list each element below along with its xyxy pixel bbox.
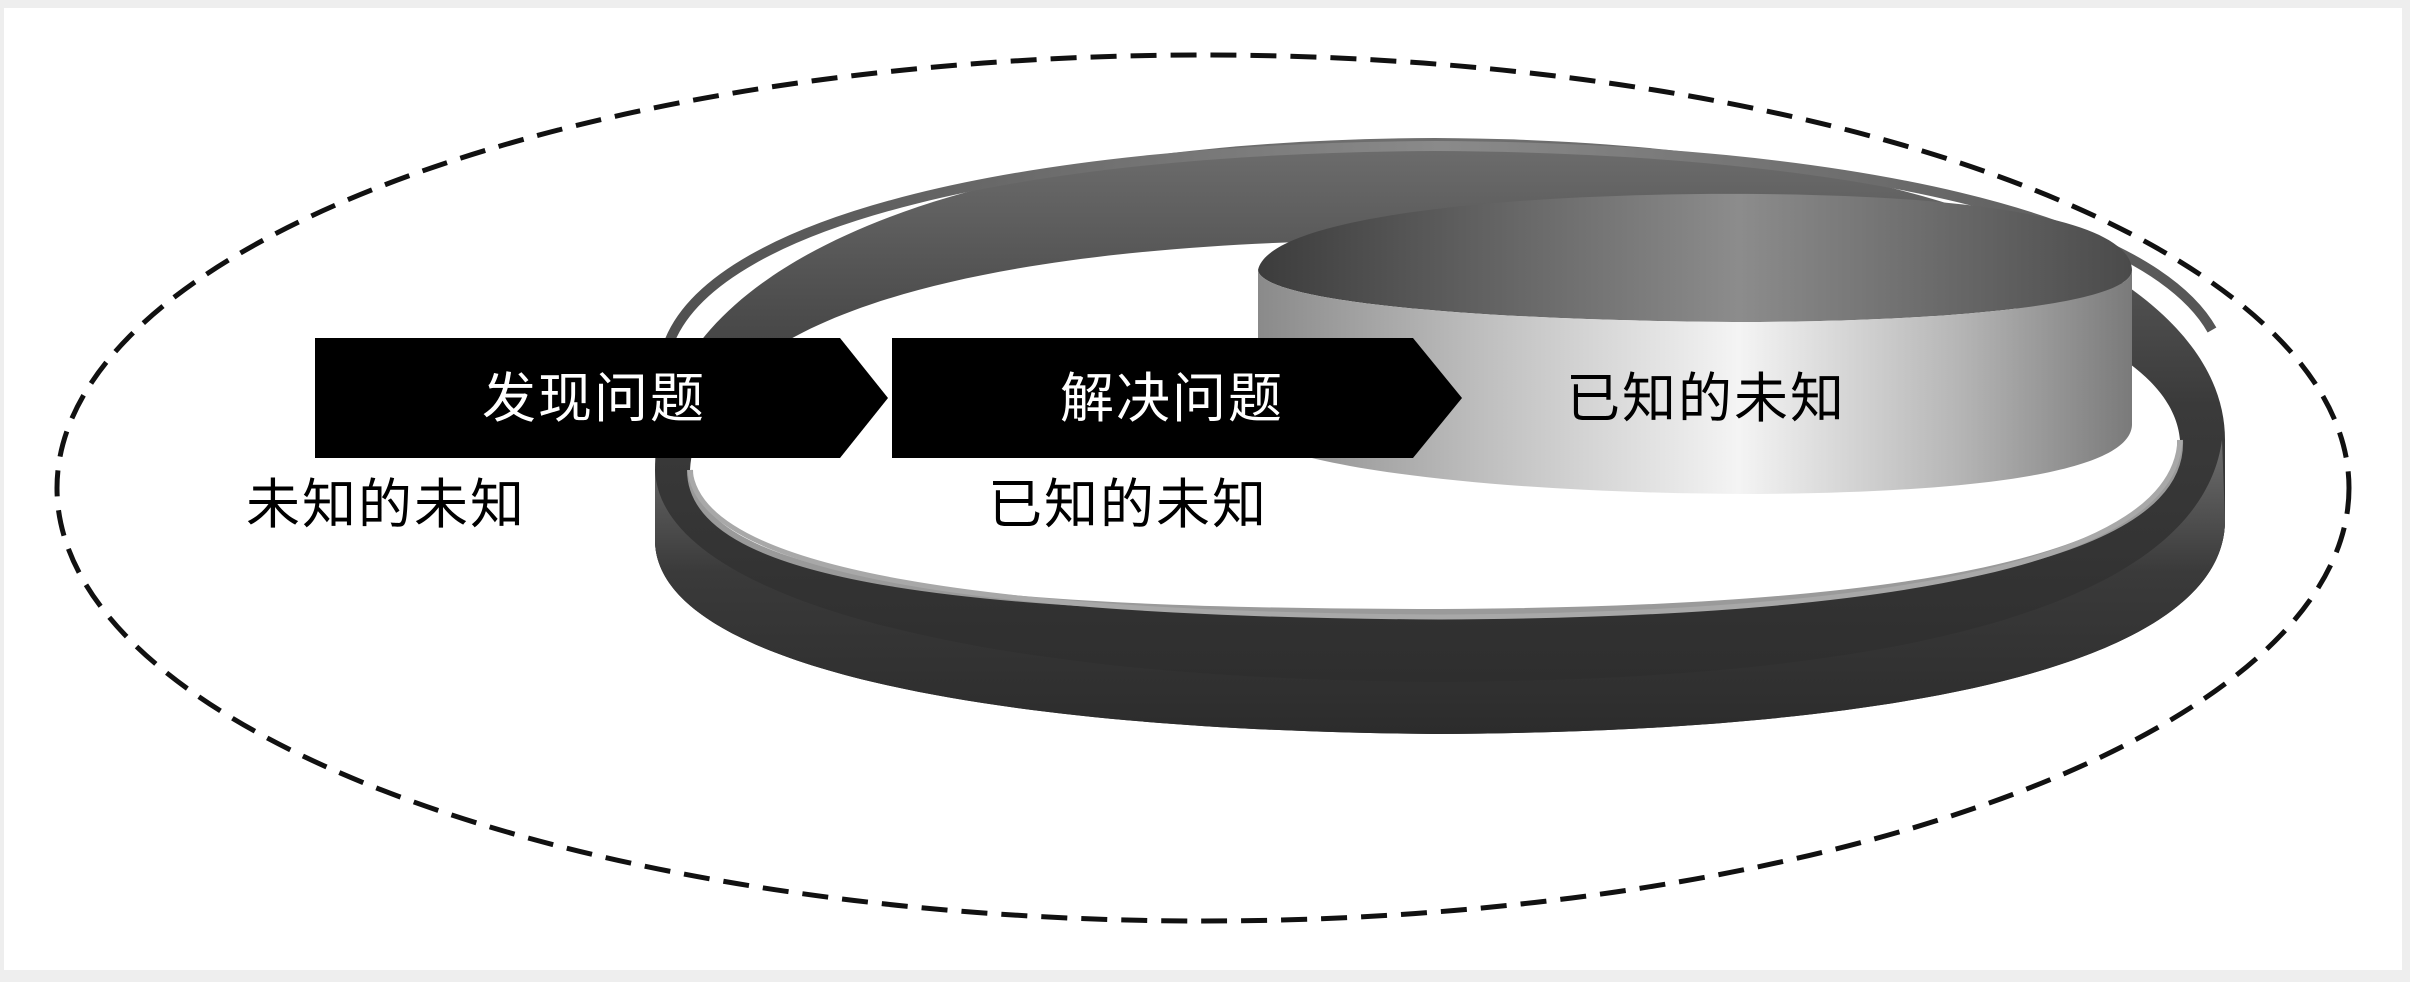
- large-ring-inner-edge: [687, 439, 2183, 620]
- large-ring-front-face: [655, 440, 2225, 734]
- region-label-middle: 已知的未知: [988, 473, 1268, 536]
- inner-cylinder-top: [1258, 193, 2132, 322]
- step-label-solve: 解决问题: [1060, 367, 1284, 430]
- solve-arrow: [892, 338, 1462, 458]
- outer-dashed-boundary: [54, 52, 2352, 924]
- inner-cylinder-wall: [1258, 270, 2132, 494]
- step-label-discover: 发现问题: [482, 367, 706, 430]
- region-label-outer: 未知的未知: [246, 473, 526, 536]
- region-label-inner: 已知的未知: [1566, 367, 1846, 430]
- discover-arrow: [315, 338, 888, 458]
